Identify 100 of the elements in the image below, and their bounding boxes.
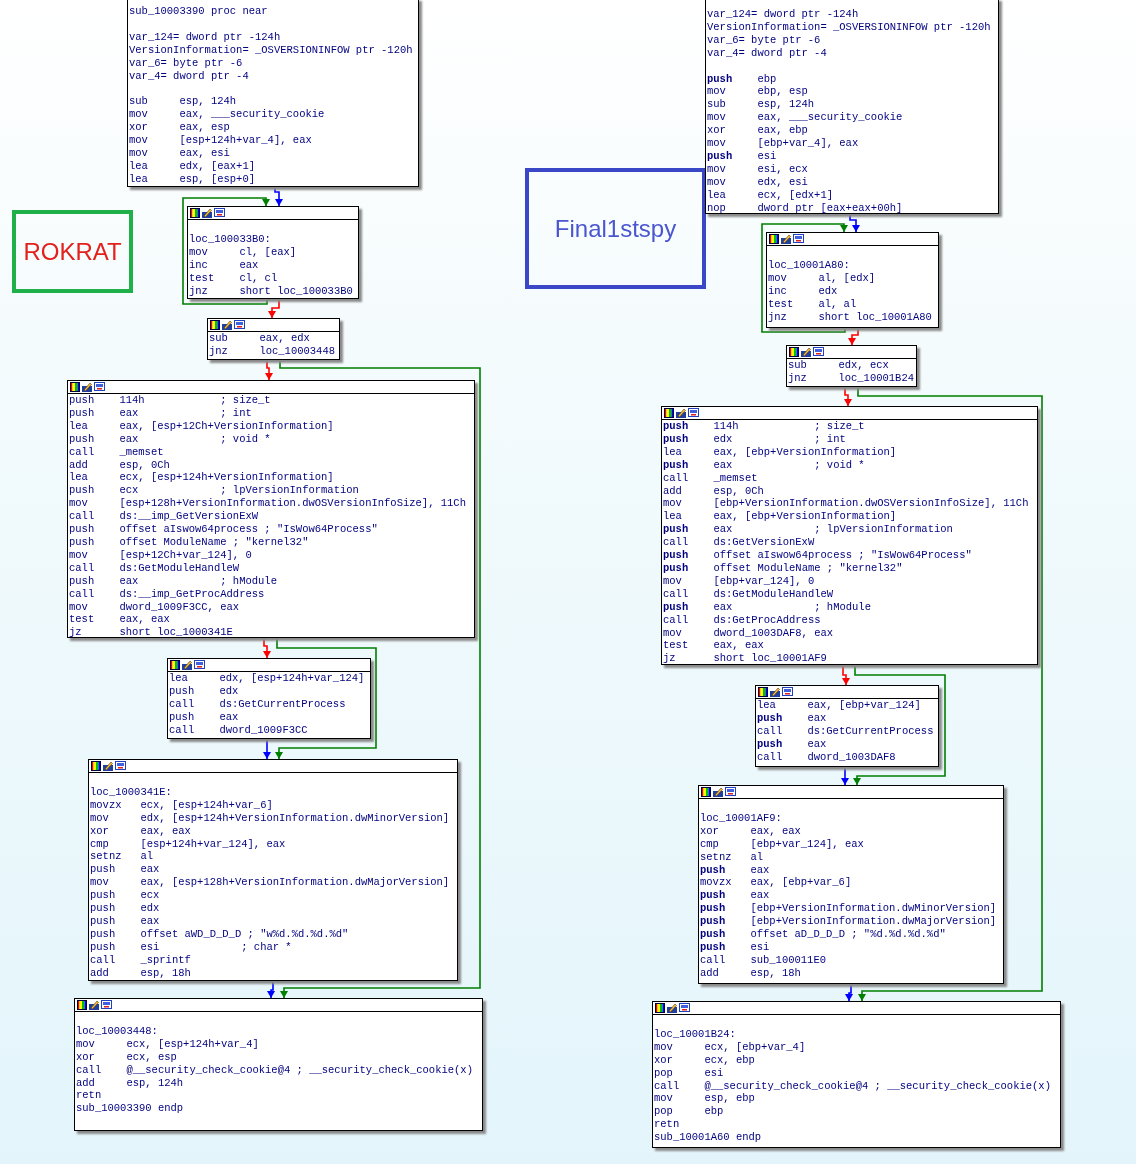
code-line: push esi ; char * xyxy=(89,940,292,954)
code-line: loc_10003448: xyxy=(75,1024,158,1038)
code-line: mov [esp+12Ch+var_124], 0 xyxy=(68,548,252,562)
code-line: call ds:__imp_GetVersionExW xyxy=(68,510,259,524)
code-line: mov [ebp+var_124], 0 xyxy=(662,574,815,588)
code-line: jnz short loc_10001A80 xyxy=(767,310,932,324)
code-line: push edx ; int xyxy=(662,432,846,446)
code-line: push ecx ; lpVersionInformation xyxy=(68,484,359,498)
arrow xyxy=(265,359,273,381)
code-line: mov al, [edx] xyxy=(767,271,876,285)
code-line: mov ecx, [ebp+var_4] xyxy=(653,1040,806,1054)
code-line: lea eax, [ebp+VersionInformation] xyxy=(662,445,897,459)
code-block xyxy=(652,1001,1061,1148)
code-line: push eax xyxy=(699,889,770,903)
code-line: push eax ; void * xyxy=(68,432,271,446)
code-line: push eax xyxy=(89,914,160,928)
code-line: push ebp xyxy=(706,72,777,86)
code-line: xor eax, eax xyxy=(89,824,191,838)
code-line: var_124= dword ptr -124h xyxy=(128,30,281,44)
arrow xyxy=(267,980,275,999)
code-line: call _sprintf xyxy=(89,953,191,967)
code-line: var_4= dword ptr -4 xyxy=(128,69,249,83)
code-line: nop dword ptr [eax+eax+00h] xyxy=(706,201,903,215)
code-line: mov [ebp+var_4], eax xyxy=(706,137,859,150)
code-line: movzx ecx, [esp+124h+var_6] xyxy=(89,798,273,812)
code-line: mov [esp+128h+VersionInformation.dwOSVersionInfoSize], 11Ch xyxy=(68,497,466,511)
code-line: push eax ; lpVersionInformation xyxy=(662,523,953,537)
code-block xyxy=(705,0,999,214)
arrow xyxy=(842,664,850,686)
code-line: lea edx, [esp+124h+var_124] xyxy=(168,672,365,685)
code-line: loc_10001AF9: xyxy=(699,811,782,825)
arrow xyxy=(263,738,271,760)
code-line: push esi xyxy=(706,149,777,163)
code-line: lea eax, [ebp+VersionInformation] xyxy=(662,510,897,524)
arrow xyxy=(857,386,1043,1002)
code-line: sub_10003390 proc near xyxy=(128,5,268,18)
arrow xyxy=(274,186,283,207)
code-line: pop ebp xyxy=(653,1105,724,1119)
code-line: push offset aIswow64process ; "IsWow64Process" xyxy=(662,549,972,562)
code-line: jnz loc_10003448 xyxy=(208,344,336,358)
code-line: loc_1000341E: xyxy=(89,785,172,799)
code-line: lea ecx, [esp+124h+VersionInformation] xyxy=(68,471,334,485)
code-line: mov eax, ___security_cookie xyxy=(128,108,325,122)
malware-name: Final1stspy xyxy=(554,214,677,243)
code-line: movzx eax, [ebp+var_6] xyxy=(699,876,852,890)
code-line: push [ebp+VersionInformation.dwMajorVersion] xyxy=(699,915,997,929)
code-line: call ds:GetModuleHandleW xyxy=(662,587,834,601)
code-block xyxy=(786,345,917,387)
code-line: jz short loc_1000341E xyxy=(68,626,233,640)
code-block xyxy=(187,206,359,299)
code-line: pop esi xyxy=(653,1066,724,1080)
code-line: sub eax, edx xyxy=(208,332,310,345)
code-line: inc edx xyxy=(767,284,838,298)
code-line: call ds:GetCurrentProcess xyxy=(756,724,934,738)
code-line: lea eax, [ebp+var_124] xyxy=(756,699,921,712)
code-line: call sub_100011E0 xyxy=(699,953,827,967)
code-line: xor eax, ebp xyxy=(706,124,808,138)
code-line: add esp, 18h xyxy=(89,966,191,980)
code-line: setnz al xyxy=(699,850,763,864)
code-line: mov esp, ebp xyxy=(653,1092,755,1106)
arrow xyxy=(849,213,860,233)
code-line: push offset ModuleName ; "kernel32" xyxy=(68,535,309,549)
code-line: sub esp, 124h xyxy=(128,95,237,109)
code-line: push eax xyxy=(756,711,827,725)
code-line: mov cl, [eax] xyxy=(188,245,297,259)
code-block xyxy=(755,685,939,767)
code-line: mov dword_1003DAF8, eax xyxy=(662,626,834,640)
code-line: call @__security_check_cookie@4 ; __security_check_cookie(x) xyxy=(653,1079,1051,1093)
code-line: mov [esp+124h+var_4], eax xyxy=(128,134,312,147)
code-line: setnz al xyxy=(89,850,153,864)
code-line: call dword_1009F3CC xyxy=(168,723,308,737)
code-line: call _memset xyxy=(68,445,164,459)
code-line: retn xyxy=(653,1118,680,1132)
code-line: push eax xyxy=(699,863,770,877)
arrow xyxy=(845,983,853,1002)
code-block xyxy=(67,380,475,638)
code-line: push eax xyxy=(89,863,160,877)
code-block xyxy=(127,0,419,187)
code-line: cmp [ebp+var_124], eax xyxy=(699,837,864,851)
code-line: push offset ModuleName ; "kernel32" xyxy=(662,561,903,575)
code-line: call ds:GetCurrentProcess xyxy=(168,697,346,711)
arrow xyxy=(848,327,859,346)
code-line: mov ebp, esp xyxy=(706,85,808,99)
code-line: lea ecx, [edx+1] xyxy=(706,188,834,202)
code-line: test eax, eax xyxy=(68,613,170,627)
arrow xyxy=(844,386,852,407)
code-line: sub esp, 124h xyxy=(706,98,815,112)
code-line: push eax ; hModule xyxy=(68,574,277,588)
code-line: var_6= byte ptr -6 xyxy=(128,56,243,70)
code-line: push offset aIswow64process ; "IsWow64Process" xyxy=(68,523,378,536)
code-block xyxy=(207,318,340,360)
code-line: push offset aWD_D_D_D ; "w%d.%d.%d.%d" xyxy=(89,927,349,941)
code-line: add esp, 18h xyxy=(699,966,801,980)
code-line: call ds:GetProcAddress xyxy=(662,613,821,627)
code-line: jz short loc_10001AF9 xyxy=(662,652,827,666)
code-line: push eax xyxy=(168,710,239,724)
code-line: sub_10003390 endp xyxy=(75,1102,184,1116)
code-line: test eax, eax xyxy=(662,639,764,653)
arrow xyxy=(841,766,849,786)
code-line: add esp, 0Ch xyxy=(662,484,764,498)
